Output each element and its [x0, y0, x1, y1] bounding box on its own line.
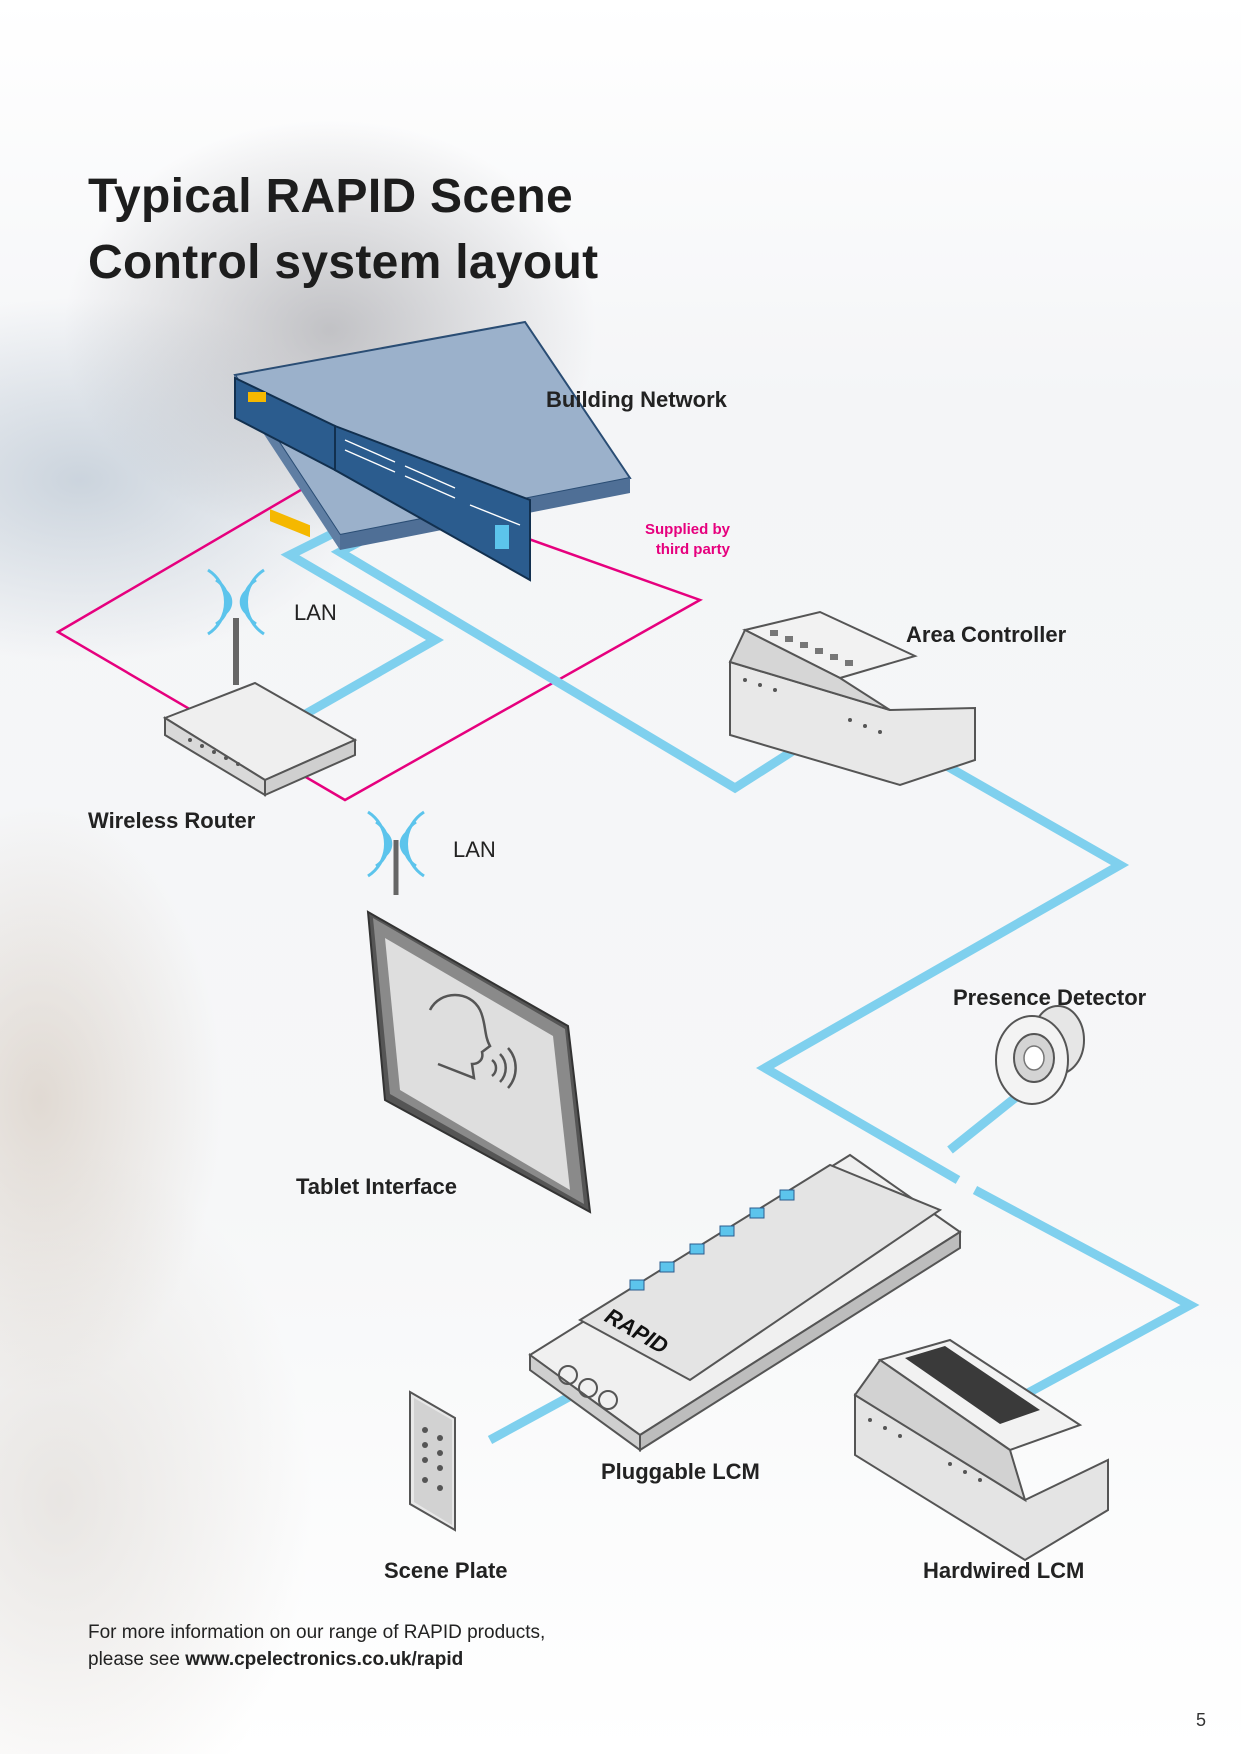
title-line-2: Control system layout — [88, 236, 599, 289]
pluggable-lcm-icon: RAPID — [528, 1153, 962, 1452]
label-lan-tablet: LAN — [453, 837, 496, 862]
label-hardwired-lcm: Hardwired LCM — [923, 1558, 1085, 1583]
hardwired-lcm-icon — [853, 1338, 1109, 1562]
page-title: Typical RAPID Scene Control system layou… — [88, 164, 598, 296]
area-controller-icon — [728, 610, 976, 787]
tablet-icon — [366, 910, 592, 1214]
network-switch-icon — [233, 320, 632, 582]
cable-presence-detector — [947, 1086, 1028, 1154]
footer-line-2: please see www.cpelectronics.co.uk/rapid — [88, 1646, 545, 1673]
website-link[interactable]: www.cpelectronics.co.uk/rapid — [185, 1649, 464, 1670]
supplied-line-1: Supplied by — [644, 521, 730, 538]
label-building-network: Building Network — [546, 387, 727, 412]
wifi-waves-icon — [207, 568, 265, 636]
label-supplied-by-third-party: Supplied by third party — [590, 520, 730, 560]
label-wireless-router: Wireless Router — [88, 808, 256, 833]
wifi-waves-icon — [367, 810, 425, 895]
presence-detector-icon — [995, 1005, 1085, 1105]
cable-area-controller-chain — [755, 761, 1130, 1184]
label-scene-plate: Scene Plate — [384, 1558, 508, 1583]
label-pluggable-lcm: Pluggable LCM — [601, 1459, 760, 1484]
cable-lcm-hardwired — [972, 1186, 1200, 1404]
label-tablet-interface: Tablet Interface — [296, 1174, 457, 1199]
footer-prefix: please see — [88, 1649, 186, 1670]
label-presence-detector: Presence Detector — [953, 985, 1147, 1010]
footer-line-1: For more information on our range of RAP… — [88, 1622, 546, 1643]
footer-info: For more information on our range of RAP… — [88, 1619, 545, 1673]
scene-plate-icon — [409, 1390, 456, 1532]
wireless-router-icon — [162, 618, 358, 797]
label-lan-router: LAN — [294, 600, 337, 625]
title-line-1: Typical RAPID Scene — [88, 170, 573, 223]
label-area-controller: Area Controller — [906, 622, 1067, 647]
page-number: 5 — [1196, 1710, 1207, 1730]
supplied-line-2: third party — [655, 541, 730, 558]
voice-control-icon — [428, 993, 517, 1089]
